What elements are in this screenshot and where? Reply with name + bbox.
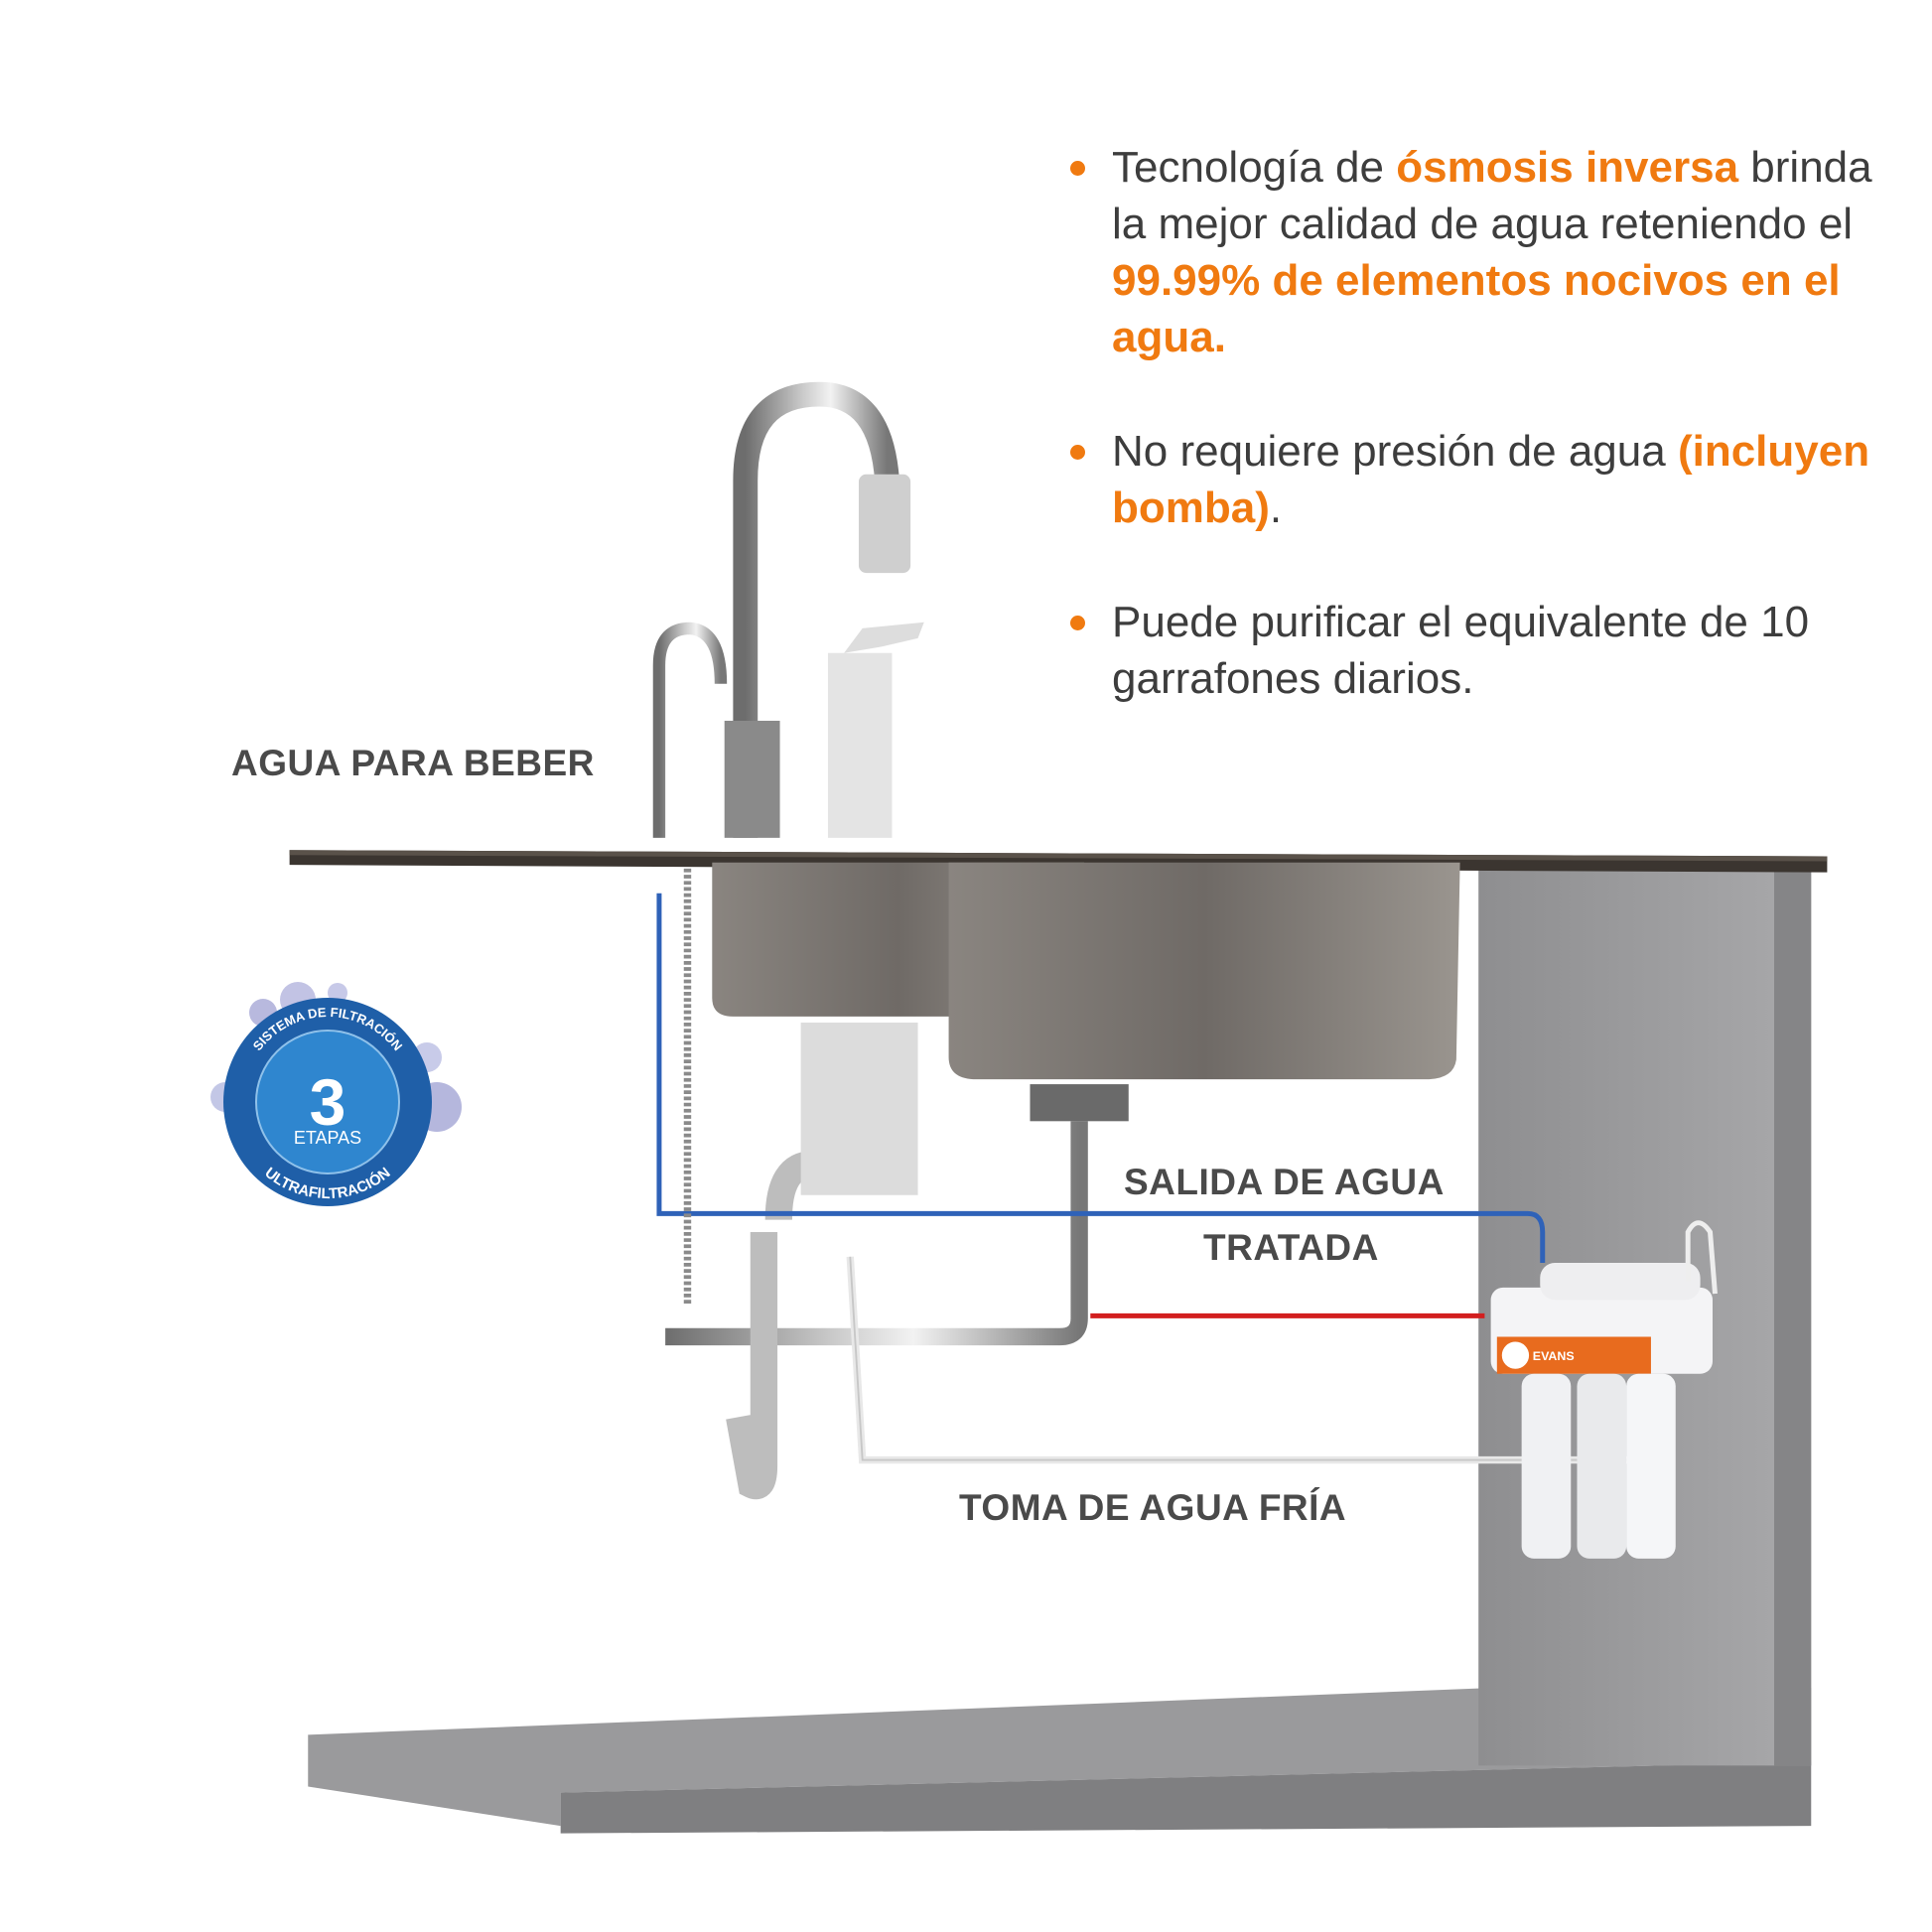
feature-text: Puede purificar el equivalente de 10 gar… [1112,598,1810,703]
feature-text: brinda la mejor calidad de agua retenien… [1112,143,1872,248]
sink-right [948,862,1460,1080]
feature-item: Puede purificar el equivalente de 10 gar… [1070,594,1884,707]
feature-item: Tecnología de ósmosis inversa brinda la … [1070,139,1884,365]
label-drinking-water: AGUA PARA BEBER [231,743,595,783]
feature-highlight: ósmosis inversa [1396,143,1739,192]
feature-item: No requiere presión de agua (incluyen bo… [1070,423,1884,536]
drinking-water-faucet [652,621,728,838]
treated-water-line [656,893,1546,1264]
feature-text: . [1269,483,1283,532]
bullet-dot-icon [1070,445,1085,460]
bullet-dot-icon [1070,161,1085,176]
kitchen-faucet [733,381,899,838]
feature-list: Tecnología de ósmosis inversa brinda la … [1070,139,1884,764]
three-stage-badge: SISTEMA DE FILTRACIÓN 3 ETAPAS ULTRAFILT… [210,982,462,1206]
feature-text: No requiere presión de agua [1112,427,1678,476]
bullet-dot-icon [1070,616,1085,630]
feature-highlight: 99.99% de elementos nocivos en el agua. [1112,256,1841,361]
badge-stages: ETAPAS [294,1128,361,1148]
ro-filter-unit: EVANS [1490,1220,1718,1559]
feature-text: Tecnología de [1112,143,1397,192]
filter-brand-label: EVANS [1533,1349,1575,1363]
label-cold-water-intake: TOMA DE AGUA FRÍA [959,1487,1347,1528]
label-treated-output-1: SALIDA DE AGUA [1124,1162,1445,1202]
badge-number: 3 [310,1065,346,1139]
floor-slab [308,1688,1812,1827]
label-treated-output-2: TRATADA [1203,1227,1379,1268]
feature-highlight: (incluyen bomba) [1112,427,1870,532]
